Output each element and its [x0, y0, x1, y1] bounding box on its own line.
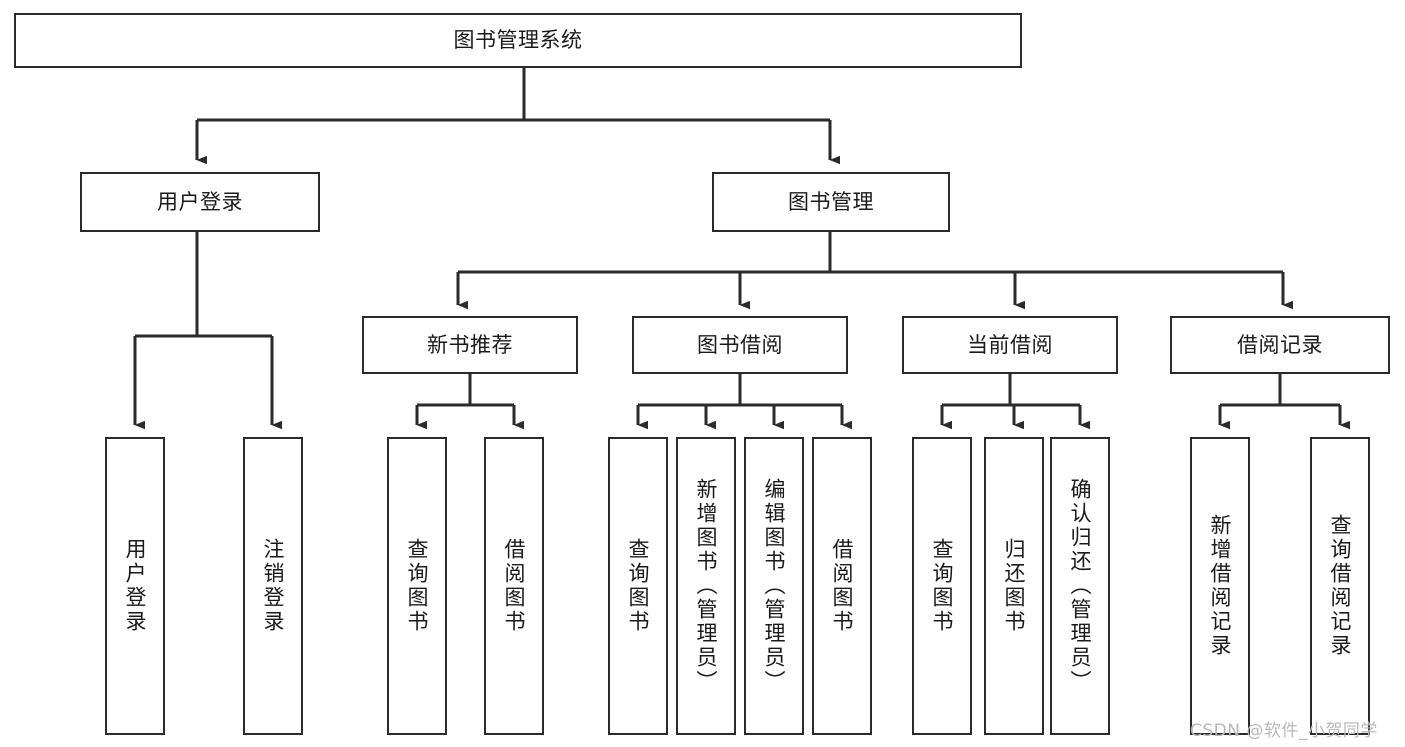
- leaf-return-book-label: 归还图书: [1002, 538, 1027, 634]
- leaf-confirm-return-admin[interactable]: 确认归还（管理员）: [1050, 437, 1110, 735]
- leaf-query-book-borrow[interactable]: 查询图书: [608, 437, 668, 735]
- leaf-edit-book-admin-label: 编辑图书（管理员）: [762, 478, 787, 694]
- leaf-query-book-newbook[interactable]: 查询图书: [387, 437, 447, 735]
- leaf-logout-label: 注销登录: [261, 538, 286, 634]
- node-current-borrow[interactable]: 当前借阅: [902, 316, 1118, 374]
- leaf-query-borrow-record[interactable]: 查询借阅记录: [1310, 437, 1370, 735]
- leaf-query-borrow-record-label: 查询借阅记录: [1328, 514, 1353, 658]
- node-borrow-record-label: 借阅记录: [1237, 332, 1323, 357]
- node-root[interactable]: 图书管理系统: [14, 13, 1022, 68]
- node-current-borrow-label: 当前借阅: [967, 332, 1053, 357]
- node-user-login[interactable]: 用户登录: [80, 172, 320, 232]
- leaf-query-book-current[interactable]: 查询图书: [912, 437, 972, 735]
- leaf-confirm-return-admin-label: 确认归还（管理员）: [1068, 478, 1093, 694]
- leaf-return-book[interactable]: 归还图书: [984, 437, 1044, 735]
- leaf-query-book-current-label: 查询图书: [930, 538, 955, 634]
- node-user-login-label: 用户登录: [157, 189, 243, 214]
- node-borrow-record[interactable]: 借阅记录: [1170, 316, 1390, 374]
- node-new-book-recommend-label: 新书推荐: [427, 332, 513, 357]
- node-book-borrow-label: 图书借阅: [697, 332, 783, 357]
- leaf-borrow-book-newbook[interactable]: 借阅图书: [484, 437, 544, 735]
- node-book-management[interactable]: 图书管理: [712, 172, 950, 232]
- leaf-add-book-admin[interactable]: 新增图书（管理员）: [676, 437, 736, 735]
- leaf-logout[interactable]: 注销登录: [243, 437, 303, 735]
- node-new-book-recommend[interactable]: 新书推荐: [362, 316, 578, 374]
- leaf-add-borrow-record[interactable]: 新增借阅记录: [1190, 437, 1250, 735]
- leaf-user-login[interactable]: 用户登录: [105, 437, 165, 735]
- leaf-user-login-label: 用户登录: [123, 538, 148, 634]
- leaf-borrow-book-label: 借阅图书: [830, 538, 855, 634]
- leaf-query-book-borrow-label: 查询图书: [626, 538, 651, 634]
- leaf-query-book-newbook-label: 查询图书: [405, 538, 430, 634]
- leaf-edit-book-admin[interactable]: 编辑图书（管理员）: [744, 437, 804, 735]
- node-book-borrow[interactable]: 图书借阅: [632, 316, 848, 374]
- leaf-borrow-book[interactable]: 借阅图书: [812, 437, 872, 735]
- node-root-label: 图书管理系统: [453, 28, 583, 53]
- leaf-add-borrow-record-label: 新增借阅记录: [1208, 514, 1233, 658]
- node-book-management-label: 图书管理: [788, 189, 874, 214]
- leaf-borrow-book-newbook-label: 借阅图书: [502, 538, 527, 634]
- leaf-add-book-admin-label: 新增图书（管理员）: [694, 478, 719, 694]
